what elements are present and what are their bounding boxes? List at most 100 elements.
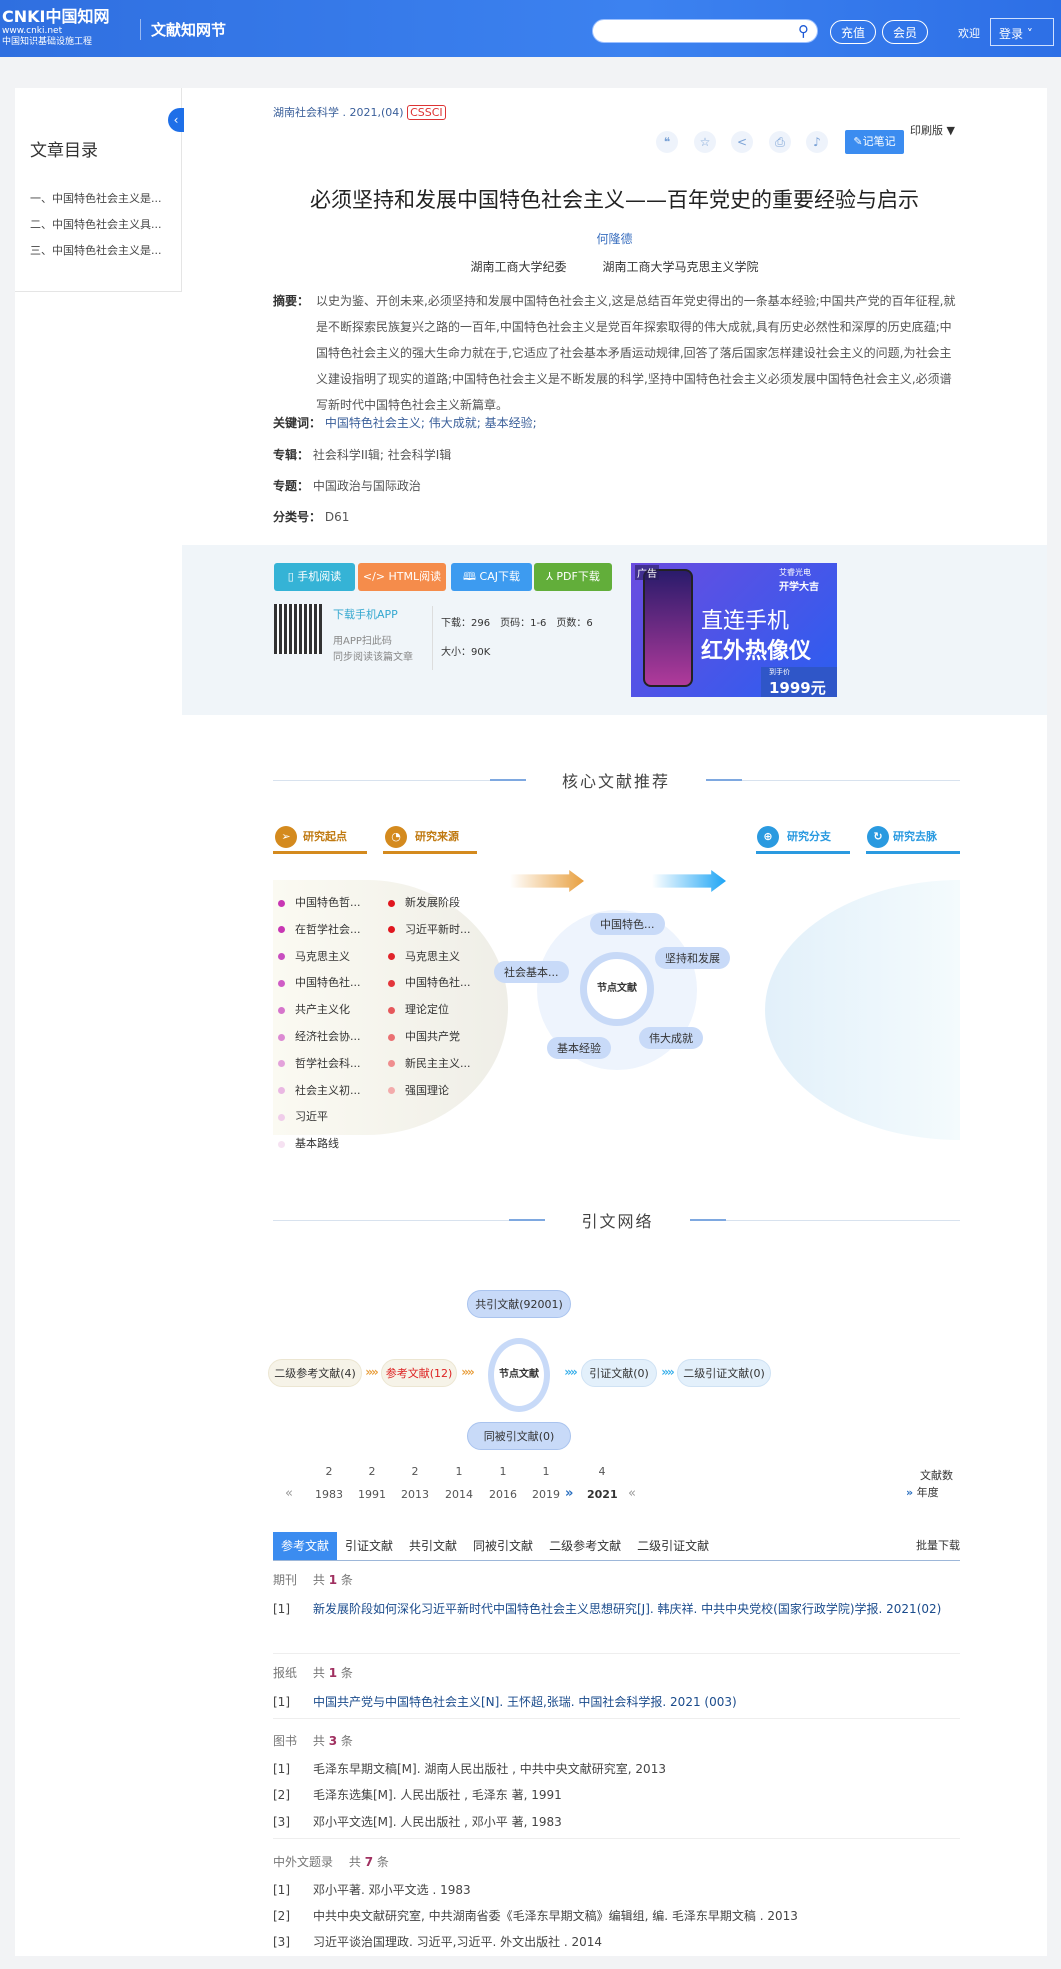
tab-2[interactable]: 共引文献 [409, 1539, 458, 1553]
year-link[interactable]: 2019 [532, 1488, 560, 1501]
dot-icon [278, 1140, 285, 1148]
author-link[interactable]: 何隆德 [596, 232, 633, 246]
bell-icon[interactable]: ♪ [806, 131, 828, 153]
year-link[interactable]: 1991 [358, 1488, 386, 1501]
abstract: 摘要：以史为鉴、开创未来,必须坚持和发展中国特色社会主义,这是总结百年党史得出的… [273, 294, 956, 412]
list-item[interactable]: 新民主主义... [388, 1055, 471, 1071]
list-item[interactable]: 新发展阶段 [388, 894, 460, 910]
cocited-by-node[interactable]: 同被引文献(0) [467, 1422, 571, 1450]
html-read-button[interactable]: </> HTML阅读 [358, 563, 446, 591]
login-button[interactable]: 登录 ˅ [990, 18, 1054, 46]
year-link[interactable]: 1983 [315, 1488, 343, 1501]
print-icon[interactable]: ⎙ [769, 131, 791, 153]
keyword-link[interactable]: 伟大成就; [428, 416, 481, 430]
reference-link[interactable]: 邓小平文选[M]. 人民出版社 , 邓小平 著, 1983 [313, 1815, 562, 1829]
search-input[interactable]: ⚲ [592, 19, 818, 43]
list-item[interactable]: 基本路线 [278, 1135, 339, 1151]
member-button[interactable]: 会员 [882, 20, 929, 44]
node-document[interactable]: 节点文献 [580, 952, 654, 1026]
tab-1[interactable]: 引证文献 [345, 1539, 394, 1553]
list-item[interactable]: 社会主义初... [278, 1082, 361, 1098]
download-app-link[interactable]: 下载手机APP [333, 608, 398, 621]
secondary-citing-node[interactable]: 二级引证文献(0) [677, 1359, 771, 1387]
list-item[interactable]: 共产主义化 [278, 1001, 350, 1017]
list-item[interactable]: 中国共产党 [388, 1028, 460, 1044]
refs-node[interactable]: 参考文献(12) [381, 1359, 457, 1387]
journal-source[interactable]: 湖南社会科学 . 2021,(04) CSSCI [273, 104, 446, 120]
next-icon[interactable]: » [565, 1486, 574, 1501]
take-note-button[interactable]: ✎记笔记 [845, 130, 904, 154]
list-item[interactable]: 在哲学社会... [278, 921, 361, 937]
reference-link[interactable]: 中国共产党与中国特色社会主义[N]. 王怀超,张瑞. 中国社会科学报. 2021… [313, 1695, 737, 1709]
list-item[interactable]: 强国理论 [388, 1082, 449, 1098]
phone-icon: ▯ [287, 570, 294, 583]
toc-item[interactable]: 一、中国特色社会主义是... [30, 192, 162, 205]
reference-link[interactable]: 毛泽东选集[M]. 人民出版社 , 毛泽东 著, 1991 [313, 1788, 562, 1802]
reference-item: [3]邓小平文选[M]. 人民出版社 , 邓小平 著, 1983 [273, 1815, 562, 1829]
tab-3[interactable]: 同被引文献 [473, 1539, 534, 1553]
reference-item: [1]邓小平著. 邓小平文选 . 1983 [273, 1883, 471, 1897]
caj-download-button[interactable]: 🕮 CAJ下载 [451, 563, 532, 591]
secondary-refs-node[interactable]: 二级参考文献(4) [268, 1359, 362, 1387]
cocited-node[interactable]: 共引文献(92001) [467, 1290, 571, 1318]
toc-item[interactable]: 三、中国特色社会主义是... [30, 244, 162, 257]
dot-icon [278, 1060, 285, 1068]
affiliation-link[interactable]: 湖南工商大学纪委 [470, 260, 567, 274]
keyword-pill[interactable]: 坚持和发展 [655, 947, 730, 969]
search-icon[interactable]: ⚲ [798, 22, 809, 40]
list-item[interactable]: 中国特色社... [278, 974, 361, 990]
share-icon[interactable]: < [731, 131, 753, 153]
list-item[interactable]: 中国特色哲... [278, 894, 361, 910]
reference-link[interactable]: 中共中央文献研究室, 中共湖南省委《毛泽东早期文稿》编辑组, 编. 毛泽东早期文… [313, 1909, 798, 1923]
collapse-sidebar-button[interactable]: ‹ [168, 108, 184, 132]
reference-link[interactable]: 毛泽东早期文稿[M]. 湖南人民出版社 , 中共中央文献研究室, 2013 [313, 1762, 666, 1776]
list-item[interactable]: 中国特色社... [388, 974, 471, 990]
batch-download-button[interactable]: 批量下载 [916, 1539, 960, 1552]
mobile-read-button[interactable]: ▯ 手机阅读 [274, 563, 355, 591]
year-count: 4 [598, 1465, 606, 1478]
star-icon[interactable]: ☆ [694, 131, 716, 153]
list-item[interactable]: 理论定位 [388, 1001, 449, 1017]
reference-link[interactable]: 邓小平著. 邓小平文选 . 1983 [313, 1883, 471, 1897]
keyword-pill[interactable]: 社会基本... [494, 961, 569, 983]
book-icon: 🕮 [463, 570, 477, 583]
node-document[interactable]: 节点文献 [488, 1338, 550, 1412]
keyword-pill[interactable]: 伟大成就 [639, 1027, 703, 1049]
list-item[interactable]: 习近平 [278, 1108, 328, 1124]
legend-count: 文献数 [920, 1469, 953, 1482]
quote-icon[interactable]: ❝ [656, 131, 678, 153]
list-item[interactable]: 哲学社会科... [278, 1055, 361, 1071]
year-link[interactable]: 2013 [401, 1488, 429, 1501]
print-version-dropdown[interactable]: 印刷版 ▼ [910, 124, 955, 137]
year-link[interactable]: 2014 [445, 1488, 473, 1501]
year-link[interactable]: 2016 [489, 1488, 517, 1501]
reference-link[interactable]: 新发展阶段如何深化习近平新时代中国特色社会主义思想研究[J]. 韩庆祥. 中共中… [313, 1602, 942, 1616]
list-item[interactable]: 习近平新时... [388, 921, 471, 937]
keyword-link[interactable]: 中国特色社会主义; [324, 416, 425, 430]
section-title: 核心文献推荐 [561, 772, 670, 791]
list-item[interactable]: 马克思主义 [278, 948, 350, 964]
keyword-pill[interactable]: 中国特色... [590, 913, 665, 935]
keyword-link[interactable]: 基本经验; [484, 416, 537, 430]
year-count: 2 [368, 1465, 376, 1478]
tab-4[interactable]: 二级参考文献 [549, 1539, 622, 1553]
citing-node[interactable]: 引证文献(0) [581, 1359, 657, 1387]
list-item[interactable]: 经济社会协... [278, 1028, 361, 1044]
tab-0[interactable]: 参考文献 [273, 1532, 338, 1560]
reference-link[interactable]: 习近平谈治国理政. 习近平,习近平. 外文出版社 . 2014 [313, 1935, 603, 1949]
pdf-download-button[interactable]: ⅄ PDF下载 [534, 563, 612, 591]
affiliation-link[interactable]: 湖南工商大学马克思主义学院 [602, 260, 759, 274]
toc-item[interactable]: 二、中国特色社会主义具... [30, 218, 162, 231]
pencil-icon: ✎ [853, 135, 863, 148]
year-count: 1 [499, 1465, 507, 1478]
divider [273, 1653, 960, 1654]
year-current[interactable]: 2021 [587, 1488, 618, 1501]
keyword-pill[interactable]: 基本经验 [547, 1037, 611, 1059]
recharge-button[interactable]: 充值 [830, 20, 877, 44]
list-item[interactable]: 马克思主义 [388, 948, 460, 964]
prev-years-icon[interactable]: « [285, 1486, 293, 1501]
prev-icon[interactable]: « [628, 1486, 636, 1501]
tab-5[interactable]: 二级引证文献 [637, 1539, 710, 1553]
